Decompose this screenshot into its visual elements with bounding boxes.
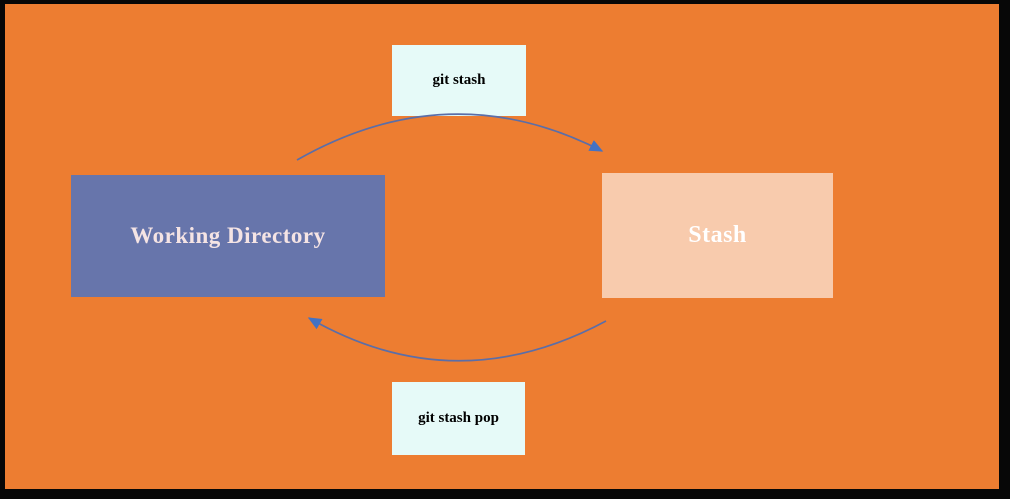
git-stash-pop-text: git stash pop [418,410,499,426]
diagram-background: Working Directory Stash git stash git st… [5,4,999,489]
stash-label: Stash [688,222,747,248]
stash-node: Stash [602,173,833,298]
working-directory-node: Working Directory [71,175,385,297]
git-stash-text: git stash [432,72,486,88]
git-stash-pop-edge-label: git stash pop [392,382,525,455]
working-directory-label: Working Directory [130,223,326,248]
git-stash-edge-label: git stash [392,45,526,116]
